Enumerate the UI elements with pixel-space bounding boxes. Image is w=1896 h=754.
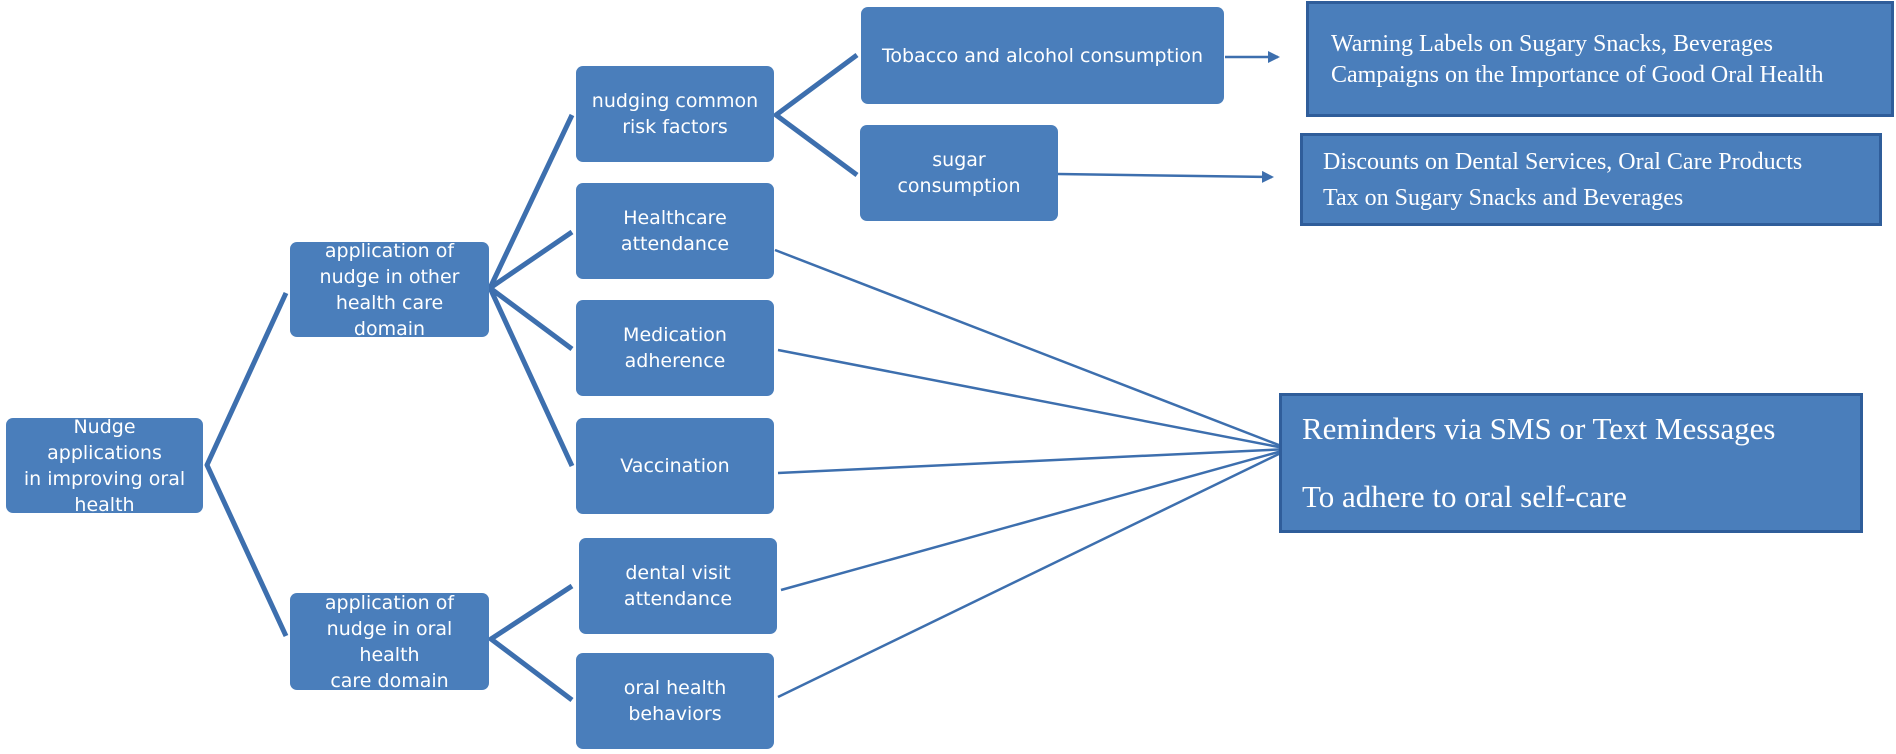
common-risk-node: nudging common risk factors — [576, 66, 774, 162]
medication-to-reminders — [777, 348, 1290, 451]
healthcare-attendance-node: Healthcare attendance — [576, 183, 774, 279]
discounts-tax-outcome-box: Discounts on Dental Services, Oral Care … — [1300, 133, 1882, 226]
tax-text: Tax on Sugary Snacks and Beverages — [1323, 184, 1684, 211]
dental-to-reminders — [780, 447, 1290, 592]
other-domain-node: application of nudge in other health car… — [290, 240, 489, 340]
other-domain-bracket — [487, 113, 575, 468]
dental-visit-node: dental visit attendance — [579, 538, 777, 634]
reminders-outcome-box: Reminders via SMS or Text Messages To ad… — [1279, 393, 1863, 533]
behaviors-to-reminders — [777, 447, 1290, 699]
root-bracket — [204, 291, 289, 638]
vaccination-node: Vaccination — [576, 418, 774, 514]
sugar-arrow — [1057, 170, 1274, 183]
vaccination-to-reminders — [777, 447, 1290, 475]
root-node: Nudge applications in improving oral hea… — [6, 416, 203, 516]
healthcare-to-reminders — [774, 248, 1290, 451]
oral-domain-bracket — [488, 583, 574, 702]
tobacco-node: Tobacco and alcohol consumption — [861, 7, 1224, 104]
sugar-node: sugar consumption — [860, 125, 1058, 221]
discounts-text: Discounts on Dental Services, Oral Care … — [1323, 148, 1803, 175]
oral-behaviors-node: oral health behaviors — [576, 653, 774, 749]
oral-domain-node: application of nudge in oral health care… — [290, 592, 489, 692]
risk-factor-bracket — [773, 52, 859, 178]
reminders-text: Reminders via SMS or Text Messages — [1302, 411, 1776, 446]
campaigns-text: Campaigns on the Importance of Good Oral… — [1331, 62, 1824, 88]
medication-adherence-node: Medication adherence — [576, 300, 774, 396]
warning-labels-text: Warning Labels on Sugary Snacks, Beverag… — [1331, 31, 1773, 57]
self-care-text: To adhere to oral self-care — [1302, 479, 1627, 514]
warning-campaign-outcome-box: Warning Labels on Sugary Snacks, Beverag… — [1306, 1, 1894, 117]
